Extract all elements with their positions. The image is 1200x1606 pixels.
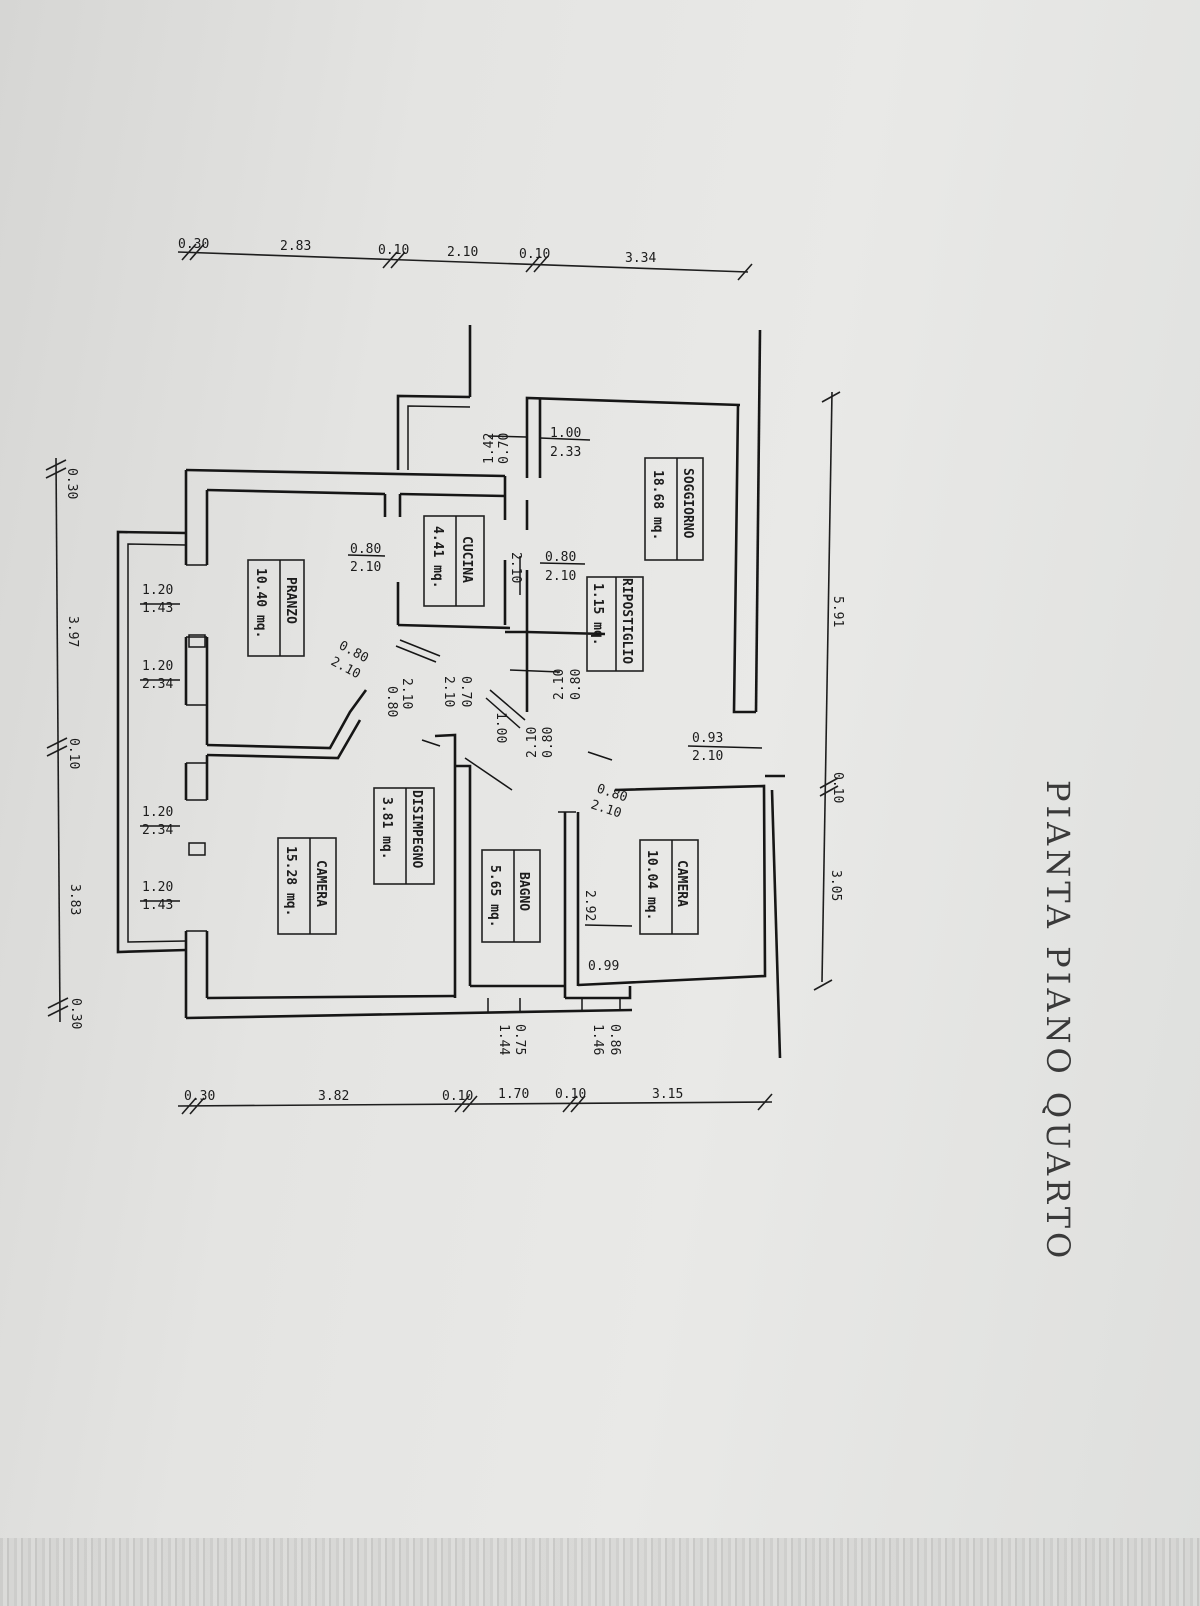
opening-11-h: 0.80 <box>569 669 584 700</box>
dim-bottom-4: 0.10 <box>555 1087 586 1102</box>
opening-20-w: 0.86 <box>607 1024 622 1055</box>
opening-13-h: 2.10 <box>692 749 723 764</box>
dim-bottom-2: 0.10 <box>442 1089 473 1104</box>
room-disimpegno: DISIMPEGNO 3.81 mq. <box>373 787 435 885</box>
dimension-left: 0.30 3.97 0.10 3.83 0.30 <box>45 457 83 1029</box>
opening-16-w: 1.20 <box>142 880 173 895</box>
dim-top-1: 2.83 <box>280 239 311 254</box>
opening-3-w: 2.10 <box>508 552 523 583</box>
dim-top-3: 2.10 <box>447 245 478 260</box>
doors <box>140 435 763 927</box>
room-name: BAGNO <box>516 872 531 911</box>
room-pranzo: PRANZO 10.40 mq. <box>247 559 305 657</box>
room-camera-2: CAMERA 10.04 mq. <box>639 839 699 935</box>
room-camera-1: CAMERA 15.28 mq. <box>277 837 337 935</box>
room-area: 10.04 mq. <box>644 850 659 920</box>
opening-4-h: 2.10 <box>545 569 576 584</box>
walls <box>116 325 785 1059</box>
dim-bottom-3: 1.70 <box>498 1087 529 1102</box>
opening-6-w: 1.20 <box>142 659 173 674</box>
opening-15-w: 1.20 <box>142 805 173 820</box>
room-name: DISIMPEGNO <box>409 790 424 868</box>
opening-1-h: 1.42 <box>482 433 497 464</box>
opening-12-w: 2.10 <box>525 727 540 758</box>
room-area: 5.65 mq. <box>487 865 502 928</box>
room-area: 3.81 mq. <box>379 797 394 860</box>
opening-8-h: 0.80 <box>384 686 399 717</box>
room-bagno: BAGNO 5.65 mq. <box>481 849 541 943</box>
room-name: CUCINA <box>459 536 474 583</box>
opening-2-h: 2.10 <box>350 560 381 575</box>
dimension-bottom: 0.30 3.82 0.10 1.70 0.10 3.15 <box>177 1087 773 1115</box>
opening-2-w: 0.80 <box>350 542 381 557</box>
dim-left-3: 3.83 <box>67 884 82 915</box>
dim-left-4: 0.30 <box>68 998 83 1029</box>
opening-6-h: 2.34 <box>142 677 173 692</box>
opening-4-w: 0.80 <box>545 550 576 565</box>
opening-10-w: 1.00 <box>493 712 508 743</box>
room-name: RIPOSTIGLIO <box>619 578 634 664</box>
dim-top-5: 3.34 <box>625 251 656 266</box>
opening-5-w: 1.20 <box>142 583 173 598</box>
opening-0-w: 1.00 <box>550 426 581 441</box>
room-ripostiglio: RIPOSTIGLIO 1.15 mq. <box>586 576 644 672</box>
opening-5-h: 1.43 <box>142 601 173 616</box>
dim-bottom-5: 3.15 <box>652 1087 683 1102</box>
dim-top-0: 0.30 <box>178 237 209 252</box>
dim-right-1: 0.10 <box>830 772 845 803</box>
room-area: 15.28 mq. <box>283 846 298 916</box>
dim-right-2: 3.05 <box>828 870 843 901</box>
dim-left-0: 0.30 <box>64 468 79 499</box>
opening-19-w: 0.75 <box>512 1024 527 1055</box>
opening-13-w: 0.93 <box>692 731 723 746</box>
opening-1-w: 0.70 <box>497 433 512 464</box>
room-name: SOGGIORNO <box>680 468 695 539</box>
dim-left-2: 0.10 <box>66 738 81 769</box>
room-name: CAMERA <box>674 860 689 907</box>
opening-dimensions: 1.00 2.33 0.70 1.42 0.80 2.10 2.10 0.80 … <box>142 426 723 1055</box>
room-name: CAMERA <box>313 860 328 907</box>
opening-11-w: 2.10 <box>552 669 567 700</box>
room-area: 18.68 mq. <box>650 470 665 540</box>
dim-right-0: 5.91 <box>830 596 845 627</box>
dim-top-2: 0.10 <box>378 243 409 258</box>
opening-0-h: 2.33 <box>550 445 581 460</box>
opening-16-h: 1.43 <box>142 898 173 913</box>
page-title: PIANTA PIANO QUARTO <box>1039 780 1077 1263</box>
room-area: 1.15 mq. <box>590 583 605 646</box>
opening-18-w: 0.99 <box>588 959 619 974</box>
opening-9-w: 2.10 <box>441 676 456 707</box>
dimension-right: 5.91 0.10 3.05 <box>813 391 845 991</box>
opening-17-w: 2.92 <box>582 890 597 921</box>
dimension-top: 0.30 2.83 0.10 2.10 0.10 3.34 <box>177 237 753 281</box>
dim-left-1: 3.97 <box>65 616 80 647</box>
opening-8-w: 2.10 <box>399 678 414 709</box>
room-name: PRANZO <box>283 577 298 624</box>
room-area: 10.40 mq. <box>253 568 268 638</box>
dim-bottom-0: 0.30 <box>184 1089 215 1104</box>
room-soggiorno: SOGGIORNO 18.68 mq. <box>644 457 704 561</box>
dim-bottom-1: 3.82 <box>318 1089 349 1104</box>
dim-top-4: 0.10 <box>519 247 550 262</box>
opening-12-h: 0.80 <box>541 727 556 758</box>
opening-20-h: 1.46 <box>590 1024 605 1055</box>
room-cucina: CUCINA 4.41 mq. <box>423 515 485 607</box>
opening-15-h: 2.34 <box>142 823 173 838</box>
opening-19-h: 1.44 <box>496 1024 511 1055</box>
opening-9-h: 0.70 <box>458 676 473 707</box>
scan-edge-noise <box>0 1538 1200 1606</box>
room-area: 4.41 mq. <box>430 526 445 589</box>
